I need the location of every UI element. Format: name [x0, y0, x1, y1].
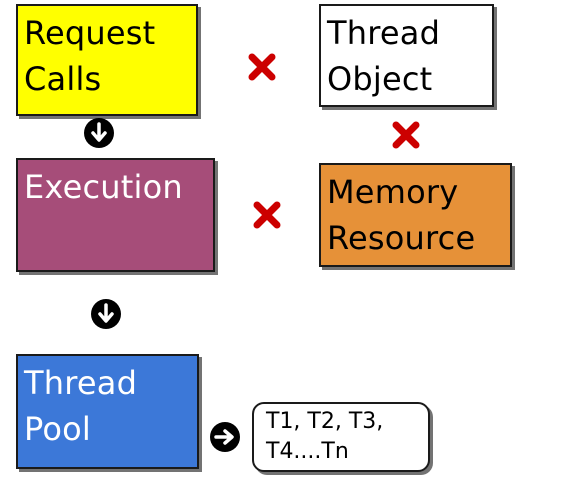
threads-list-label: T1, T2, T3, T4....Tn [266, 409, 384, 464]
red-cross-icon [253, 201, 281, 229]
red-cross-icon [248, 53, 276, 81]
thread-object-box: Thread Object [319, 4, 494, 107]
memory-resource-label: Memory Resource [327, 173, 476, 257]
thread-object-label: Thread Object [327, 14, 441, 98]
memory-resource-box: Memory Resource [319, 163, 512, 267]
threads-list-bubble: T1, T2, T3, T4....Tn [252, 402, 430, 472]
execution-label: Execution [24, 168, 183, 206]
circled-down-arrow-icon [91, 299, 121, 329]
thread-pool-box: Thread Pool [16, 354, 199, 469]
request-calls-label: Request Calls [24, 14, 156, 98]
circled-right-arrow-icon [210, 422, 240, 452]
execution-box: Execution [16, 158, 215, 272]
circled-down-arrow-icon [84, 118, 114, 148]
request-calls-box: Request Calls [16, 4, 198, 116]
red-cross-icon [392, 121, 420, 149]
thread-pool-label: Thread Pool [24, 364, 138, 448]
